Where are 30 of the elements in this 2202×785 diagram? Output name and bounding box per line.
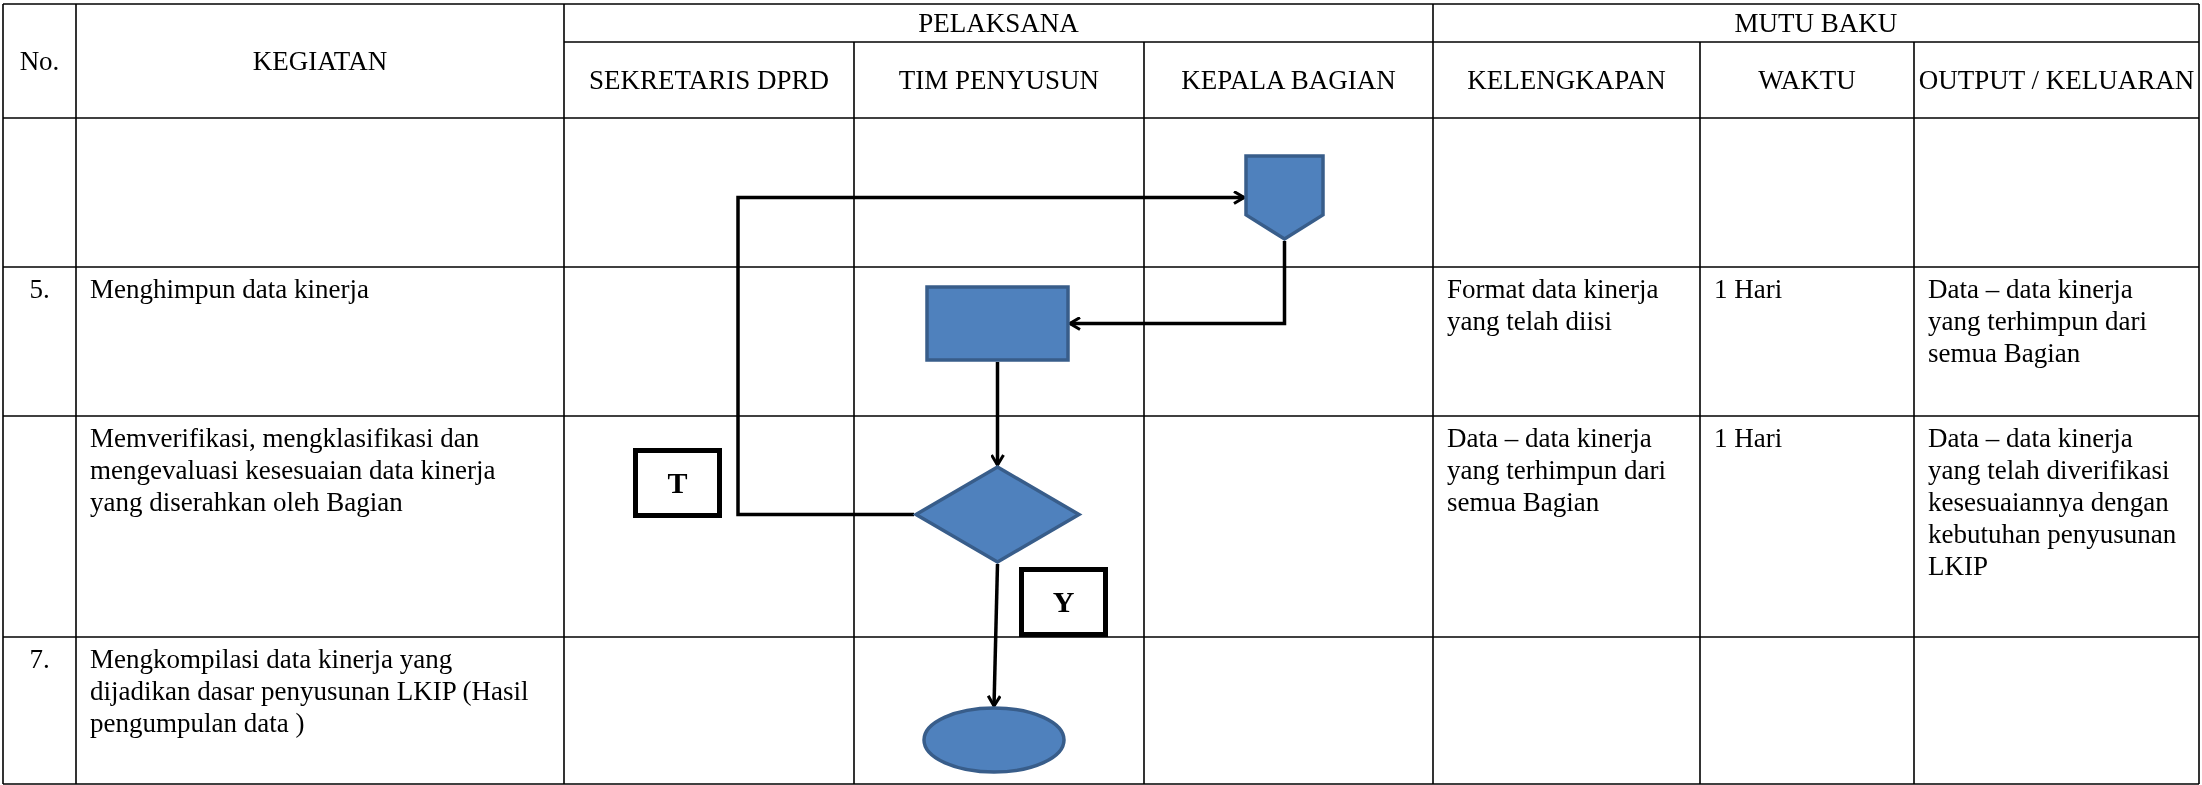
column-group-header: PELAKSANA (918, 7, 1079, 39)
arrow (990, 362, 1005, 467)
activity-text: Menghimpun data kinerja (90, 274, 369, 304)
column-header: OUTPUT / KELUARAN (1918, 64, 2195, 96)
branch-label-box: T (633, 448, 722, 518)
column-header: No. (19, 45, 60, 77)
process-box (925, 285, 1070, 362)
activity-text: Memverifikasi, mengklasifikasi dan mengevaluasi kesesuaian data kinerja yang diserahkan oleh Bagian (90, 423, 496, 517)
output-text: Data – data kinerja yang terhimpun dari semua Bagian (1928, 274, 2147, 368)
row-number: 5. (29, 274, 50, 304)
requirement-text: Format data kinerja yang telah diisi (1447, 274, 1659, 336)
column-header: SEKRETARIS DPRD (588, 64, 830, 96)
row-number: 7. (29, 644, 50, 674)
column-header: TIM PENYUSUN (898, 64, 1100, 96)
off-page-connector (1244, 154, 1325, 241)
output-text: Data – data kinerja yang telah diverifikasi kesesuaiannya dengan kebutuhan penyusunan LKIP (1928, 423, 2177, 581)
duration-text: 1 Hari (1714, 274, 1783, 304)
arrow (986, 563, 1002, 708)
branch-label-box: Y (1019, 567, 1108, 637)
column-header: KEPALA BAGIAN (1181, 64, 1396, 96)
column-group-header: MUTU BAKU (1734, 7, 1898, 39)
column-header: KEGIATAN (252, 45, 388, 77)
requirement-text: Data – data kinerja yang terhimpun dari semua Bagian (1447, 423, 1666, 517)
column-header: WAKTU (1758, 64, 1856, 96)
terminator-ellipse (922, 706, 1066, 774)
column-header: KELENGKAPAN (1467, 64, 1666, 96)
decision-diamond (914, 465, 1081, 564)
activity-text: Mengkompilasi data kinerja yang dijadikan dasar penyusunan LKIP (Hasil pengumpulan data ) (90, 644, 529, 738)
duration-text: 1 Hari (1714, 423, 1783, 453)
arrow (736, 190, 1246, 517)
